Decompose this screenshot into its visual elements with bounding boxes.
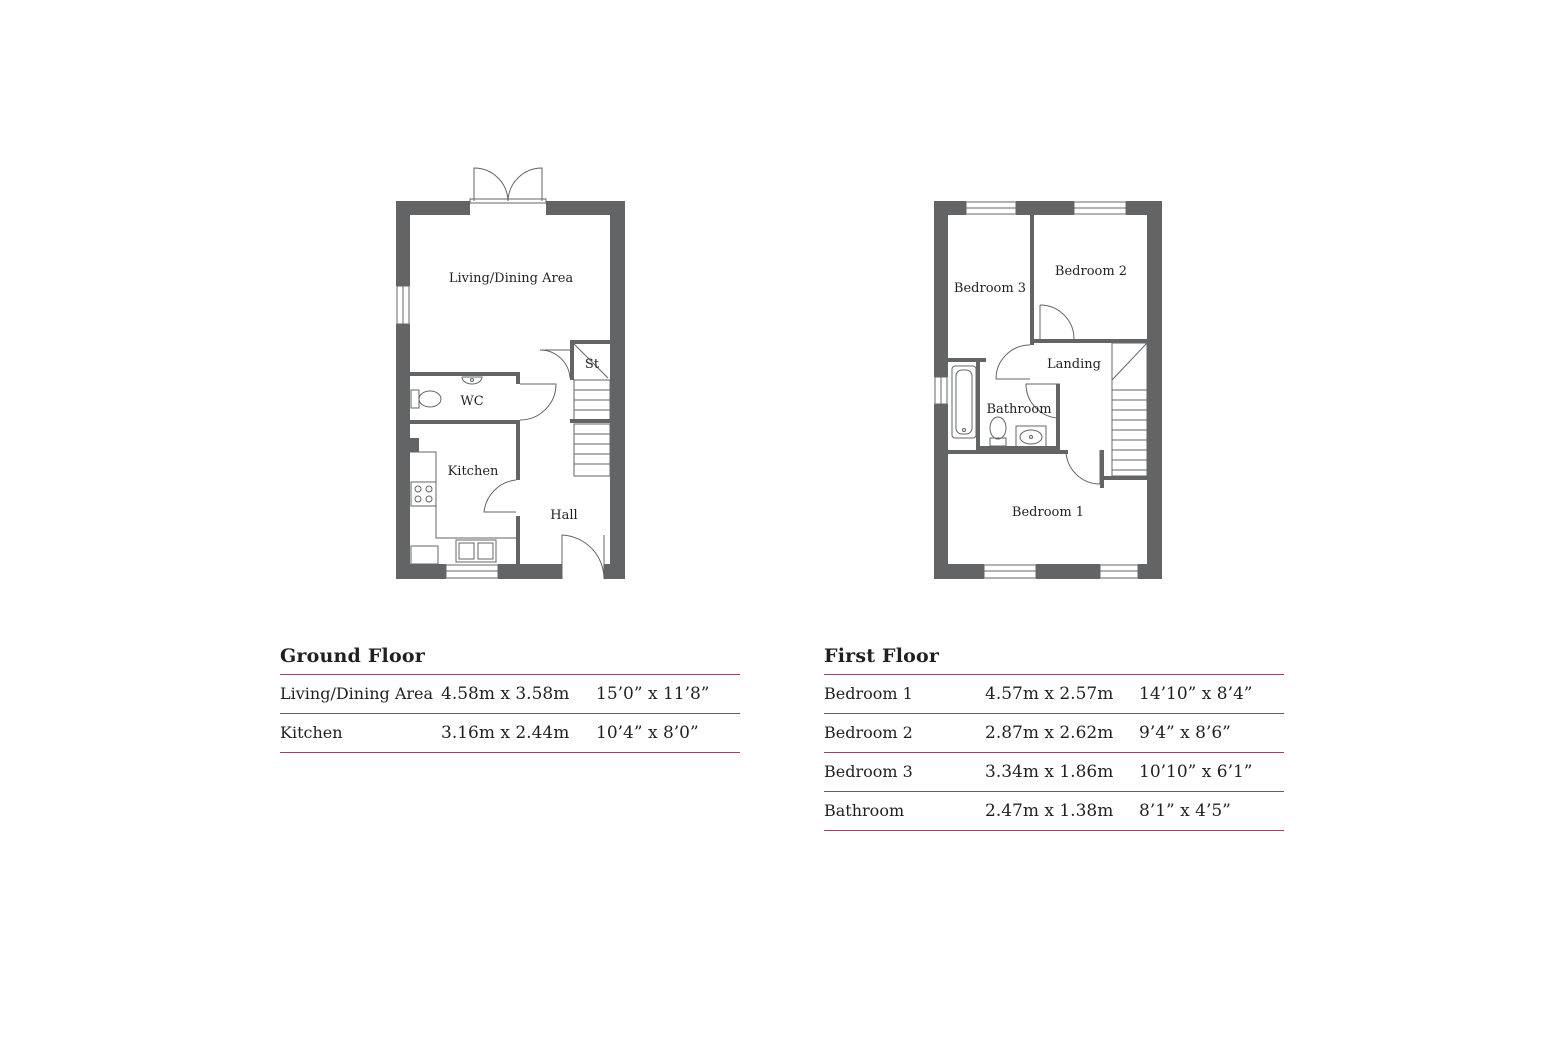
kitchen-label: Kitchen	[448, 464, 499, 479]
room-imperial: 9’4” x 8’6”	[1139, 723, 1231, 743]
room-metric: 4.57m x 2.57m	[985, 684, 1114, 704]
room-metric: 3.34m x 1.86m	[985, 762, 1114, 782]
kitchen-door	[483, 479, 517, 513]
room-imperial: 8’1” x 4’5”	[1139, 801, 1231, 821]
room-imperial: 14’10” x 8’4”	[1139, 684, 1253, 704]
table-row: Bedroom 2 2.87m x 2.62m 9’4” x 8’6”	[824, 714, 1284, 753]
store-label: St	[585, 357, 600, 372]
room-name: Kitchen	[280, 723, 343, 742]
room-imperial: 10’10” x 6’1”	[1139, 762, 1253, 782]
bedroom2-door	[1039, 304, 1075, 340]
first-floor-dimensions-table: First Floor Bedroom 1 4.57m x 2.57m 14’1…	[824, 644, 1284, 831]
room-name: Bedroom 2	[824, 723, 913, 742]
hob	[410, 481, 437, 507]
bath	[951, 365, 977, 439]
ground-stairs	[573, 379, 611, 477]
first-floor-plan	[934, 201, 1162, 579]
room-imperial: 15’0” x 11’8”	[596, 684, 710, 704]
wc-basin	[461, 376, 483, 385]
room-metric: 2.47m x 1.38m	[985, 801, 1114, 821]
room-name: Bedroom 3	[824, 762, 913, 781]
ground-floor-dimensions-table: Ground Floor Living/Dining Area 4.58m x …	[280, 644, 740, 753]
floor-plans: Living/Dining Area St WC Kitchen Hall	[396, 167, 1162, 580]
bedroom1-door	[1065, 449, 1101, 485]
room-name: Bathroom	[824, 801, 905, 820]
french-doors	[469, 167, 547, 204]
table-row: Bedroom 1 4.57m x 2.57m 14’10” x 8’4”	[824, 675, 1284, 714]
front-door	[561, 534, 605, 580]
room-metric: 4.58m x 3.58m	[441, 684, 570, 704]
appliance-space	[410, 545, 439, 565]
living-dining-label: Living/Dining Area	[449, 271, 574, 286]
bathroom-toilet	[989, 416, 1007, 447]
wc-toilet	[410, 389, 442, 409]
ground-floor-plan	[396, 167, 625, 580]
ground-outer-walls	[396, 201, 625, 579]
room-name: Living/Dining Area	[280, 684, 434, 703]
first-stairs	[1111, 342, 1148, 477]
first-floor-heading: First Floor	[824, 644, 1284, 675]
bedroom2-label: Bedroom 2	[1055, 264, 1127, 279]
landing-label: Landing	[1047, 357, 1101, 372]
bedroom1-label: Bedroom 1	[1012, 505, 1084, 520]
table-row: Kitchen 3.16m x 2.44m 10’4” x 8’0”	[280, 714, 740, 753]
bathroom-label: Bathroom	[986, 402, 1051, 417]
table-row: Bedroom 3 3.34m x 1.86m 10’10” x 6’1”	[824, 753, 1284, 792]
room-metric: 3.16m x 2.44m	[441, 723, 570, 743]
wc-label: WC	[460, 394, 483, 409]
table-row: Bathroom 2.47m x 1.38m 8’1” x 4’5”	[824, 792, 1284, 831]
kitchen-sink	[455, 539, 497, 563]
room-imperial: 10’4” x 8’0”	[596, 723, 699, 743]
hall-label: Hall	[550, 508, 577, 523]
room-metric: 2.87m x 2.62m	[985, 723, 1114, 743]
wc-door	[519, 383, 557, 421]
first-outer-walls	[934, 201, 1162, 579]
table-row: Living/Dining Area 4.58m x 3.58m 15’0” x…	[280, 675, 740, 714]
bathroom-basin	[1015, 425, 1047, 446]
store-door	[539, 349, 571, 379]
ground-floor-heading: Ground Floor	[280, 644, 740, 675]
bedroom3-door	[995, 344, 1031, 380]
bedroom3-label: Bedroom 3	[954, 281, 1026, 296]
bathroom-door	[1025, 383, 1061, 419]
room-name: Bedroom 1	[824, 684, 913, 703]
